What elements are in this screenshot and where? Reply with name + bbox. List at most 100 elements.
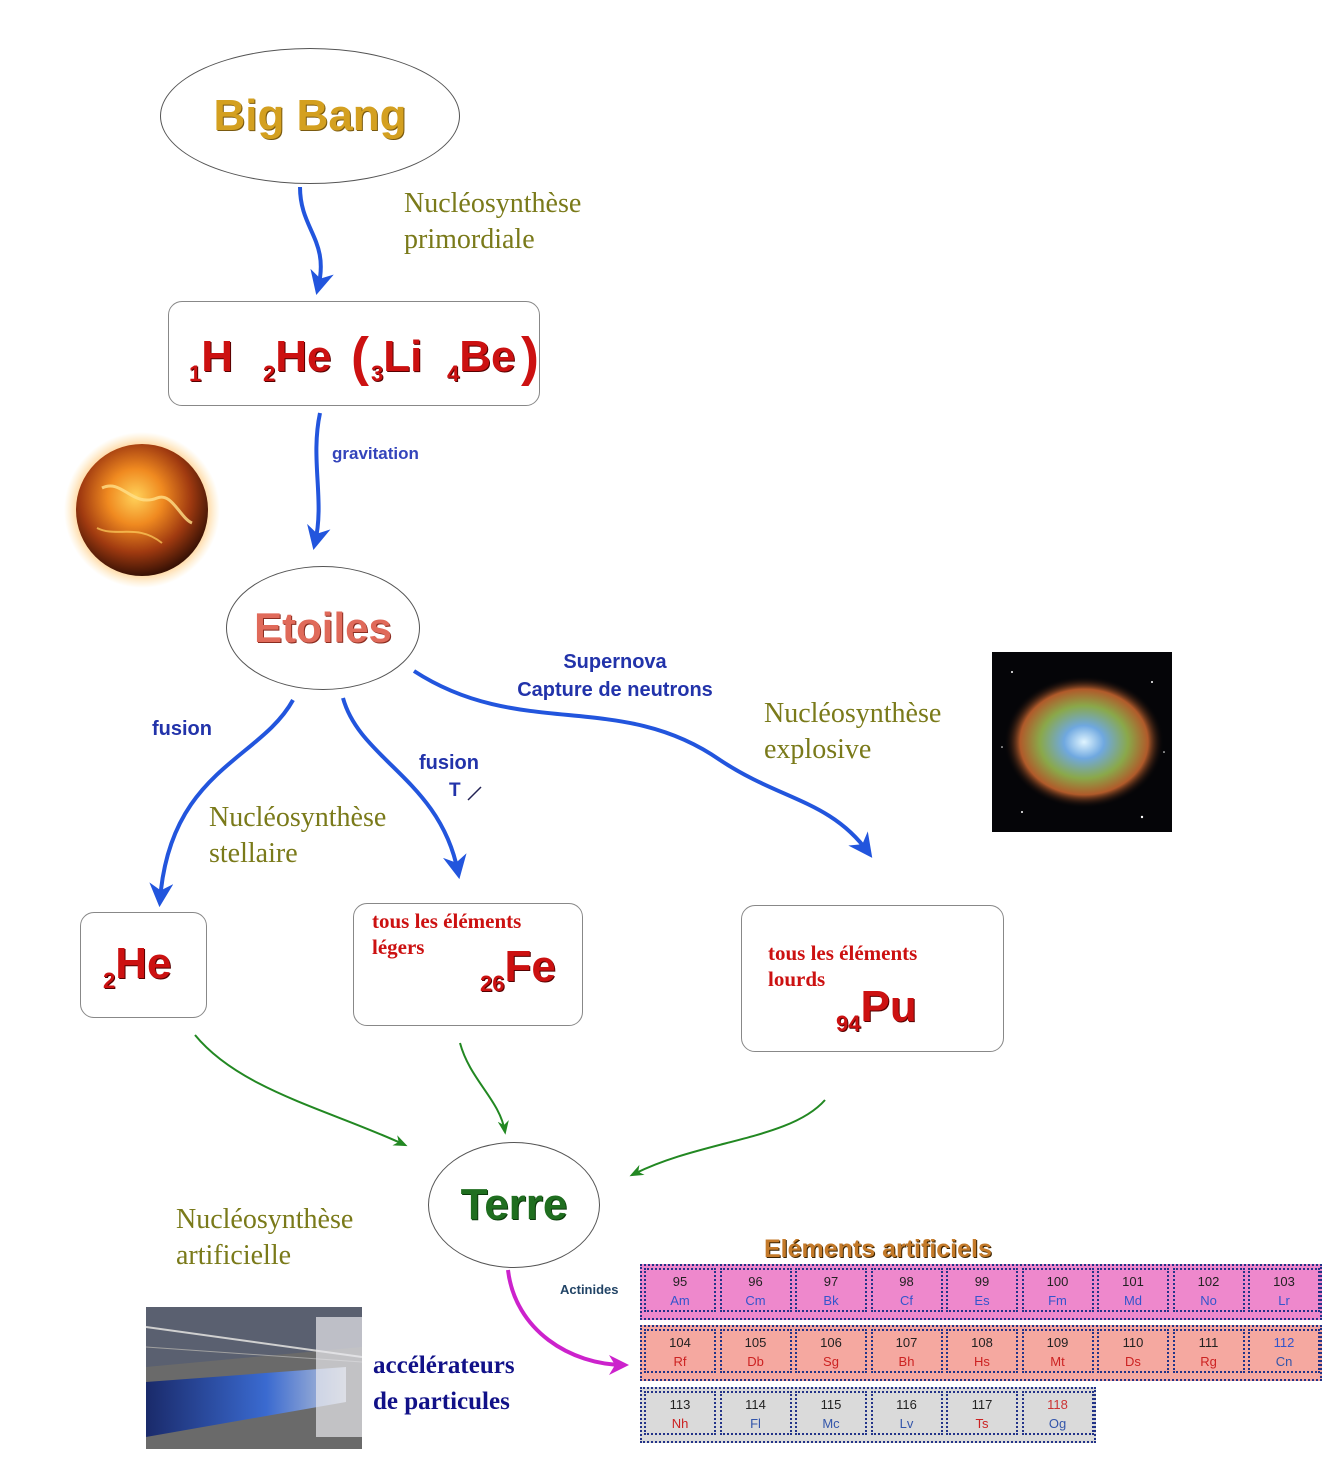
element-be-number: 4 — [447, 361, 460, 386]
big-bang-node: Big Bang — [160, 48, 460, 184]
label-accelerateurs-line-1: accélérateurs — [373, 1352, 515, 1379]
element-cell-number: 97 — [823, 1274, 839, 1289]
label-line-1: Nucléosynthèse — [764, 698, 942, 729]
element-h: 1H — [189, 332, 233, 387]
element-cell-number: 118 — [1047, 1397, 1068, 1412]
element-cell-number: 102 — [1197, 1274, 1220, 1289]
t-increase-arrow — [467, 786, 482, 801]
label-line-2: stellaire — [209, 838, 298, 869]
element-he-symbol: He — [275, 332, 332, 381]
nebula-image — [992, 652, 1172, 832]
element-cell-number: 104 — [669, 1335, 691, 1350]
actinides-label: Actinides — [560, 1282, 619, 1297]
element-cell-symbol: Cm — [745, 1293, 766, 1308]
iron-box: tous les éléments légers 26Fe — [353, 903, 583, 1026]
element-li-symbol: Li — [383, 332, 423, 381]
arrow-etoiles-to-he — [149, 699, 295, 908]
element-cell-symbol: Es — [974, 1293, 990, 1308]
element-cell-number: 117 — [971, 1397, 993, 1412]
element-be: 4Be — [447, 332, 516, 387]
element-he: 2He — [263, 332, 332, 387]
element-cell-symbol: Db — [747, 1354, 764, 1369]
element-cell-number: 115 — [820, 1397, 842, 1412]
element-h-symbol: H — [201, 332, 234, 381]
element-he-stellar-number: 2 — [103, 968, 116, 993]
paren-close: ) — [521, 327, 539, 387]
label-fusion-mid: fusion — [419, 752, 479, 774]
element-cell-number: 107 — [895, 1335, 918, 1350]
element-cell-number: 110 — [1122, 1335, 1144, 1350]
label-supernova: Supernova Capture de neutrons — [480, 648, 750, 704]
element-pu-number: 94 — [836, 1011, 861, 1036]
label-nucleosynthese-explosive: Nucléosynthèse explosive — [764, 696, 941, 768]
element-cell-number: 100 — [1046, 1274, 1069, 1289]
terre-node: Terre — [428, 1142, 600, 1268]
element-cell-number: 99 — [974, 1274, 990, 1289]
arrow-primordial-to-etoiles — [307, 412, 331, 551]
element-cell-number: 98 — [899, 1274, 914, 1289]
arrow-etoiles-to-pu — [412, 669, 873, 858]
element-fe-number: 26 — [480, 971, 505, 996]
element-cell-symbol: Mt — [1050, 1354, 1065, 1369]
label-line-2: explosive — [764, 734, 872, 765]
element-cell-symbol: No — [1200, 1293, 1217, 1308]
element-cell-symbol: Cf — [900, 1293, 913, 1308]
element-he-stellar: 2He — [103, 939, 172, 994]
label-line-2: primordiale — [404, 224, 535, 255]
label-line-2: artificielle — [176, 1240, 292, 1271]
element-cell-number: 108 — [971, 1335, 993, 1350]
arrow-bigbang-to-primordial — [298, 186, 334, 295]
element-h-number: 1 — [189, 361, 202, 386]
artificial-elements-title: Eléments artificiels — [764, 1235, 992, 1263]
sun-image — [62, 428, 222, 588]
element-be-symbol: Be — [459, 332, 516, 381]
element-cell-symbol: Md — [1123, 1293, 1143, 1308]
label-nucleosynthese-artificielle: Nucléosynthèse artificielle — [176, 1202, 353, 1274]
element-cell-number: 96 — [748, 1274, 763, 1289]
element-cell-symbol: Rf — [673, 1354, 687, 1369]
element-cell-number: 105 — [744, 1335, 767, 1350]
element-cell-number: 95 — [672, 1274, 688, 1289]
paren-open: ( — [351, 327, 369, 387]
accelerator-image — [146, 1307, 362, 1449]
pu-text-line-1: tous les éléments — [768, 941, 918, 965]
big-bang-label: Big Bang — [213, 91, 407, 140]
label-supernova-line-1: Supernova — [563, 651, 667, 673]
transactinides-row-2 — [640, 1387, 1096, 1443]
iron-box-text: tous les éléments légers — [372, 908, 521, 960]
element-cell-number: 109 — [1046, 1335, 1069, 1350]
element-cell-symbol: Og — [1048, 1416, 1067, 1431]
primordial-elements-box: 1H 2He ( 3Li 4Be ) — [168, 301, 540, 406]
element-pu: 94Pu — [836, 982, 917, 1037]
element-cell-symbol: Lr — [1278, 1293, 1290, 1308]
arrow-he-to-terre — [194, 1034, 408, 1147]
arrow-etoiles-to-fe — [341, 697, 467, 880]
arrow-terre-to-artificial — [506, 1269, 629, 1375]
element-he-stellar-symbol: He — [115, 939, 172, 988]
element-cell-symbol: Nh — [671, 1416, 689, 1431]
element-li-number: 3 — [371, 361, 384, 386]
element-cell-number: 103 — [1273, 1274, 1295, 1289]
element-cell-number: 113 — [669, 1397, 691, 1412]
label-line-1: Nucléosynthèse — [176, 1204, 354, 1235]
label-temperature: T — [449, 780, 461, 801]
label-gravitation: gravitation — [332, 444, 419, 463]
